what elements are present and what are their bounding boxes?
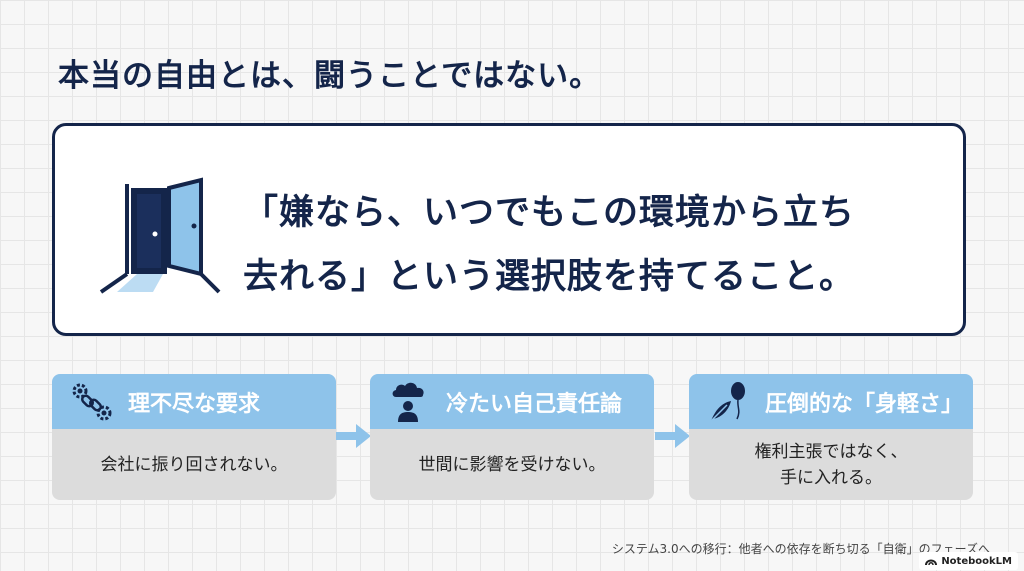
card-header: 冷たい自己責任論 — [370, 374, 654, 429]
card-unreasonable-demands: 理不尽な要求 会社に振り回されない。 — [52, 374, 336, 500]
footer-caption: システム3.0への移行：他者への依存を断ち切る「自衛」のフェーズへ — [611, 542, 990, 556]
arrow-right-icon — [655, 424, 690, 448]
card-cold-self-responsibility: 冷たい自己責任論 世間に影響を受けない。 — [370, 374, 654, 500]
brand-name: NotebookLM — [941, 555, 1012, 567]
card-body: 世間に影響を受けない。 — [370, 429, 654, 500]
card-title: 理不尽な要求 — [128, 392, 261, 417]
card-text-line-2: 手に入れる。 — [780, 467, 882, 488]
arrow-right-icon — [336, 424, 371, 448]
card-header: 理不尽な要求 — [52, 374, 336, 429]
quote-line-2: 去れる」という選択肢を持てること。 — [243, 257, 856, 297]
card-lightness: 圧倒的な「身軽さ」 権利主張ではなく、 手に入れる。 — [689, 374, 973, 500]
slide-title: 本当の自由とは、闘うことではない。 — [58, 58, 602, 94]
quote-box: 「嫌なら、いつでもこの環境から立ち 去れる」という選択肢を持てること。 — [52, 123, 966, 336]
notebooklm-logo-icon — [925, 559, 938, 566]
card-text-line-1: 会社に振り回されない。 — [100, 454, 288, 475]
card-text-line-1: 世間に影響を受けない。 — [418, 454, 606, 475]
quote-line-1: 「嫌なら、いつでもこの環境から立ち — [243, 193, 856, 233]
feather-balloon-icon — [710, 382, 745, 422]
main-quote: 「嫌なら、いつでもこの環境から立ち 去れる」という選択肢を持てること。 — [243, 181, 943, 309]
person-cloud-icon — [392, 382, 424, 422]
open-door-icon — [99, 177, 221, 294]
card-title: 冷たい自己責任論 — [446, 392, 623, 417]
card-header: 圧倒的な「身軽さ」 — [689, 374, 973, 429]
card-body: 会社に振り回されない。 — [52, 429, 336, 500]
card-text-line-1: 権利主張ではなく、 — [754, 441, 908, 462]
gears-chain-icon — [72, 383, 112, 421]
card-body: 権利主張ではなく、 手に入れる。 — [689, 429, 973, 500]
brand-badge: NotebookLM — [919, 552, 1018, 570]
card-title: 圧倒的な「身軽さ」 — [765, 392, 964, 417]
